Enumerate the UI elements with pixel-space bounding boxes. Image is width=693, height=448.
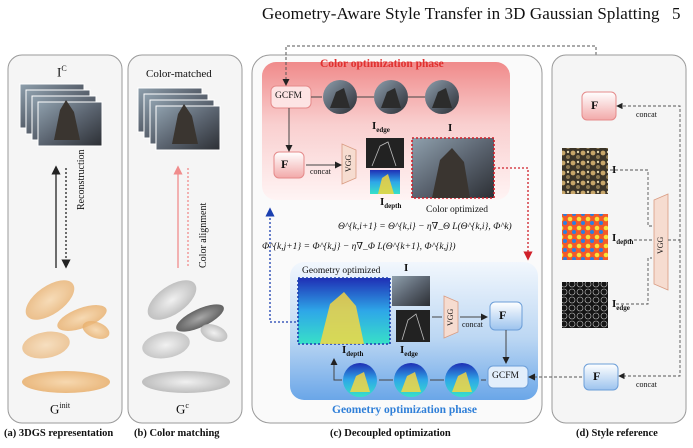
ir-edge-top-label: Iedge	[372, 120, 390, 134]
ir-image-bottom	[392, 276, 430, 306]
vgg-style-label: VGG	[656, 237, 665, 254]
edge-image-bottom	[396, 310, 430, 342]
panel-b-caption: (b) Color matching	[134, 428, 220, 439]
panel-c-caption: (c) Decoupled optimization	[330, 428, 451, 439]
fs-top-label: F	[591, 98, 598, 113]
vgg-top-label: VGG	[344, 155, 353, 172]
concat-top-label: concat	[310, 167, 331, 176]
color-optimized-label: Color optimized	[426, 205, 488, 215]
fr-bottom-label: F	[499, 308, 506, 323]
ir-top-label: I	[448, 122, 452, 134]
ir-depth-bottom-label: Idepth	[342, 344, 363, 358]
fs-bottom-box	[584, 364, 618, 390]
vgg-bottom-label: VGG	[446, 309, 455, 326]
ir-depth-top-label: Idepth	[380, 196, 401, 210]
edge-image-top	[366, 138, 404, 168]
is-depth-label: Idepth	[612, 232, 633, 246]
panel-a-caption: (a) 3DGS representation	[4, 428, 113, 439]
ir-edge-bottom-label: Iedge	[400, 344, 418, 358]
concat-style-bottom: concat	[636, 380, 657, 389]
fs-top-box	[582, 92, 616, 120]
panel-a-image-stack	[20, 84, 102, 146]
panel-a-gaussian-label: Ginit	[50, 401, 70, 417]
is-edge-label: Iedge	[612, 298, 630, 312]
panel-d-caption: (d) Style reference	[576, 428, 658, 439]
color-matched-label: Color-matched	[146, 68, 212, 80]
panel-a-image-label: IC	[57, 64, 67, 80]
fs-bottom-label: F	[593, 369, 600, 384]
panel-b-image-stack	[138, 88, 220, 150]
concat-bottom-label: concat	[462, 320, 483, 329]
gcfm-top-label: GCFM	[275, 91, 302, 101]
color-renders-row	[311, 80, 459, 114]
ir-bottom-label: I	[404, 262, 408, 274]
phi-equation: Φ^{k,j+1} = Φ^{k,j} − η∇_Φ L(Θ^{k+1}, Φ^…	[262, 241, 456, 252]
fr-top-box	[274, 152, 304, 178]
gcfm-bottom-label: GCFM	[492, 371, 519, 381]
fr-top-label: F	[281, 157, 288, 172]
geometry-renders-row	[334, 360, 486, 397]
is-label: I	[612, 164, 616, 176]
color-phase-title: Color optimization phase	[320, 58, 444, 70]
concat-style-top: concat	[636, 110, 657, 119]
style-image	[562, 148, 608, 194]
geometry-optimized-label: Geometry optimized	[302, 266, 380, 276]
theta-equation: Θ^{k,i+1} = Θ^{k,i} − η∇_Θ L(Θ^{k,i}, Φ^…	[338, 221, 512, 232]
color-alignment-label: Color alignment	[198, 203, 209, 268]
reconstruction-label: Reconstruction	[76, 149, 87, 210]
style-depth-image	[562, 214, 608, 260]
panel-b-gaussian-label: Gc	[176, 401, 189, 417]
geometry-phase-title: Geometry optimization phase	[332, 404, 477, 416]
style-edge-image	[562, 282, 608, 328]
